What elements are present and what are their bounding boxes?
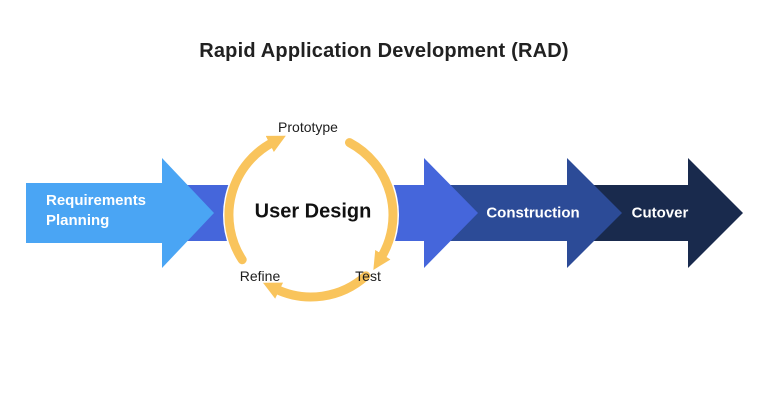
page-title: Rapid Application Development (RAD) xyxy=(199,40,569,62)
user-design-label: User Design xyxy=(254,200,372,223)
refine-label: Refine xyxy=(239,268,281,284)
user-design-arrow-head xyxy=(424,158,478,268)
test-label: Test xyxy=(355,268,381,284)
requirements-planning-arrow-head xyxy=(162,158,214,268)
cutover-label: Cutover xyxy=(631,204,689,222)
construction-label: Construction xyxy=(486,204,580,222)
cutover-arrow-head xyxy=(688,158,743,268)
requirements-planning-arrow-body xyxy=(26,183,162,243)
iteration-cycle-arrows-icon xyxy=(224,135,398,302)
cycle-arc-test-to-refine xyxy=(262,271,371,302)
construction-arrow-head xyxy=(567,158,622,268)
prototype-label: Prototype xyxy=(278,119,338,135)
cycle-arc-refine-to-prototype xyxy=(224,135,286,265)
cycle-arc-prototype-to-test xyxy=(345,138,398,270)
requirements-planning-label: Requirements Planning xyxy=(46,192,147,229)
